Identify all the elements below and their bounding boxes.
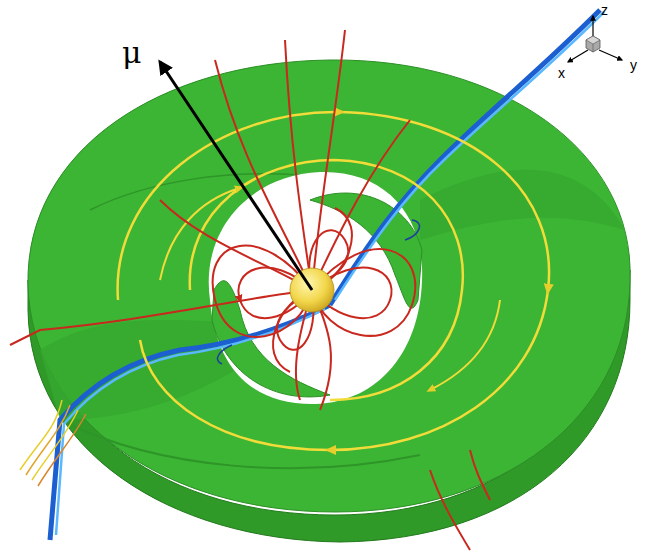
moment-label: μ — [122, 38, 142, 68]
axis-label: x — [558, 66, 565, 80]
axis-triad — [568, 16, 622, 62]
axis-label: z — [601, 3, 608, 17]
axis-label: y — [630, 58, 637, 72]
